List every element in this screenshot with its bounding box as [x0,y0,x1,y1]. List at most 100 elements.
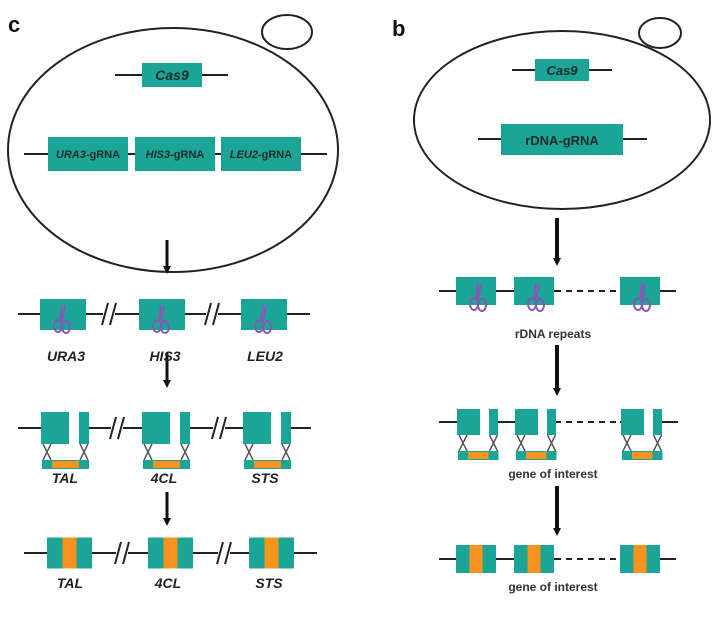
cas9-box [535,59,589,81]
crossover-icon [516,434,526,452]
chromosome-break-icon [216,541,232,565]
chromosome-break-icon [114,541,130,565]
ura3-grna-label: URA3-gRNA [56,149,120,161]
crossover-icon [622,434,632,452]
panel-c: c Cas9 URA3-gRNA HIS3-gRNA LEU2-gRNA URA… [7,12,339,591]
crossover-icon [42,443,52,461]
chromosome-break-icon [109,416,125,440]
cas9-label: Cas9 [155,67,189,83]
gene-label: STS [251,470,279,486]
target-right-arm [489,409,498,435]
panel-b: b Cas9 rDNA-gRNA rDNA repeats gene of in… [392,16,711,594]
donor-gene [52,461,79,468]
chromosome-break-icon [204,302,220,326]
cas9-cassette: Cas9 [115,63,228,87]
homologous-recombination-unit [41,412,89,469]
panel-b-label: b [392,16,405,41]
donor-gene [526,452,547,459]
integrated-row [439,545,676,573]
cas9-box [142,63,202,87]
plasmid-icon [261,14,313,50]
leu2-grna-label: LEU2-gRNA [230,149,292,161]
leu2-grna-box [221,137,301,171]
crossover-icon [180,443,190,461]
integrated-gene [456,545,496,573]
gene-of-interest-caption: gene of interest [508,467,597,481]
target-left-arm [142,412,170,444]
crossover-icon [281,443,291,461]
target-right-arm [180,412,190,444]
cas9-label: Cas9 [546,63,578,78]
cas9-cassette: Cas9 [512,59,612,81]
donor-row [18,412,311,469]
target-left-arm [621,409,644,435]
cut-row [439,277,676,312]
integrated-gene [47,537,92,569]
locus-label: URA3 [47,348,85,364]
gene-label: TAL [57,575,83,591]
inserted-gene [163,537,178,569]
target-left-arm [457,409,480,435]
crossover-icon [458,434,468,452]
crossover-icon [546,434,557,452]
integrated-row [24,537,317,569]
target-right-arm [547,409,556,435]
scissors-icon [152,304,170,334]
rdna-grna-cassette: rDNA-gRNA [478,124,647,155]
scissors-icon [469,282,487,312]
inserted-gene [527,545,541,573]
his3-grna-box [135,137,215,171]
integrated-gene [514,545,554,573]
target-right-arm [653,409,662,435]
scissors-icon [53,304,71,334]
target-right-arm [79,412,89,444]
inserted-gene [264,537,279,569]
homologous-recombination-unit [621,409,663,460]
donor-gene [153,461,180,468]
gene-label: TAL [52,470,78,486]
gene-label: 4CL [150,470,177,486]
cut-row [18,299,310,334]
yeast-cell [7,27,339,273]
rdna-grna-label: rDNA-gRNA [525,133,599,148]
homologous-recombination-unit [457,409,499,460]
crossover-icon [488,434,499,452]
scissors-icon [633,282,651,312]
target-left-arm [41,412,69,444]
crossover-icon [652,434,663,452]
his3-grna-label: HIS3-gRNA [146,149,205,161]
gene-label: STS [255,575,283,591]
ura3-grna-box [48,137,128,171]
inserted-gene [633,545,647,573]
rdna-repeats-caption: rDNA repeats [515,327,592,341]
gene-label: 4CL [154,575,181,591]
target-left-arm [515,409,538,435]
donor-gene [632,452,653,459]
integrated-gene [148,537,193,569]
locus-label: HIS3 [149,348,180,364]
homologous-recombination-unit [515,409,557,460]
homologous-recombination-unit [142,412,190,469]
target-right-arm [281,412,291,444]
chromosome-break-icon [211,416,227,440]
inserted-gene [62,537,77,569]
inserted-gene [469,545,483,573]
chromosome-break-icon [101,302,117,326]
scissors-icon [527,282,545,312]
donor-row [439,409,678,460]
yeast-cell [413,30,711,210]
locus-label: LEU2 [247,348,283,364]
plasmid-icon [638,17,682,49]
grna-array: URA3-gRNA HIS3-gRNA LEU2-gRNA [24,137,327,171]
crossover-icon [143,443,153,461]
donor-gene [468,452,489,459]
panel-c-label: c [8,12,20,37]
target-left-arm [243,412,271,444]
homologous-recombination-unit [243,412,291,469]
gene-of-interest-caption: gene of interest [508,580,597,594]
crossover-icon [244,443,254,461]
integrated-gene [620,545,660,573]
integrated-gene [249,537,294,569]
rdna-grna-box [501,124,623,155]
